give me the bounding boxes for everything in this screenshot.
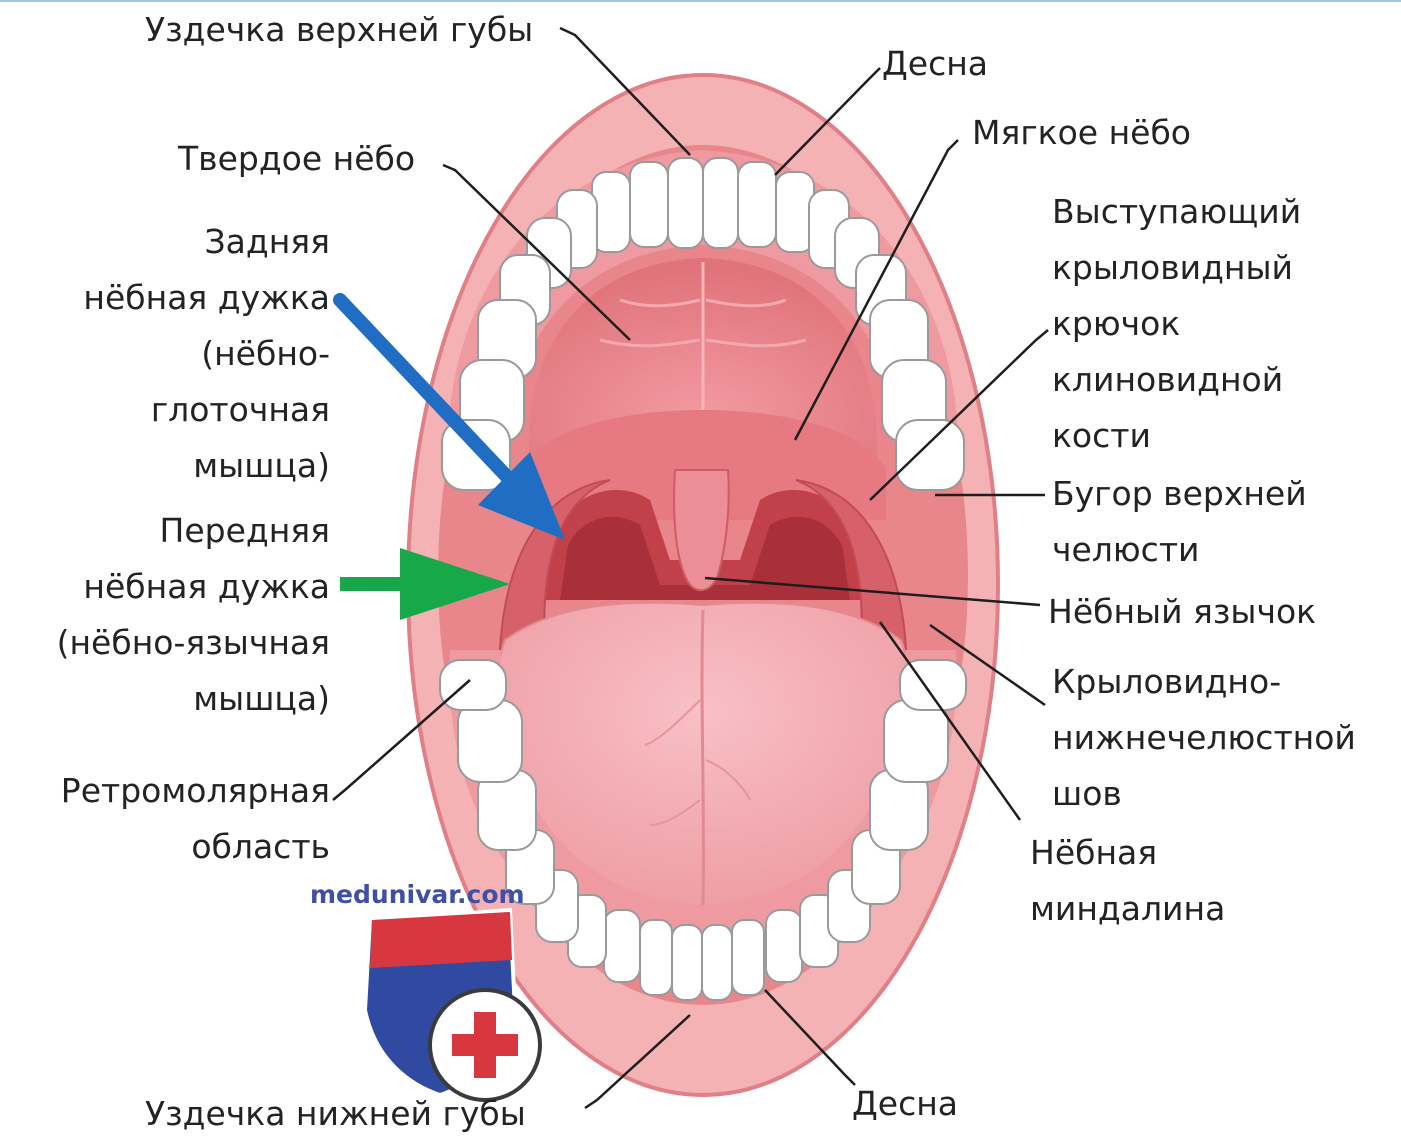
watermark-text: medunivar.com (310, 880, 525, 909)
label-gum-top: Десна (882, 36, 988, 92)
label-retromolar-area: Ретромолярная область (61, 763, 330, 875)
label-lower-lip-frenulum: Уздечка нижней губы (145, 1086, 526, 1142)
label-palatine-tonsil: Нёбная миндалина (1030, 825, 1225, 937)
label-posterior-arch: Задняя нёбная дужка (нёбно- глоточная мы… (83, 214, 330, 494)
tongue-groove (702, 610, 703, 905)
label-pterygoid-hamulus: Выступающий крыловидный крючок клиновидн… (1052, 184, 1301, 464)
label-soft-palate: Мягкое нёбо (972, 105, 1191, 161)
label-upper-lip-frenulum: Уздечка верхней губы (145, 2, 533, 58)
label-hard-palate: Твердое нёбо (178, 131, 415, 187)
label-anterior-arch: Передняя нёбная дужка (нёбно-язычная мыш… (57, 503, 330, 727)
label-maxillary-tuberosity: Бугор верхней челюсти (1052, 466, 1307, 578)
label-gum-bottom: Десна (852, 1076, 958, 1132)
label-pterygomandibular-raphe: Крыловидно- нижнечелюстной шов (1052, 654, 1356, 822)
label-uvula: Нёбный язычок (1048, 584, 1316, 640)
